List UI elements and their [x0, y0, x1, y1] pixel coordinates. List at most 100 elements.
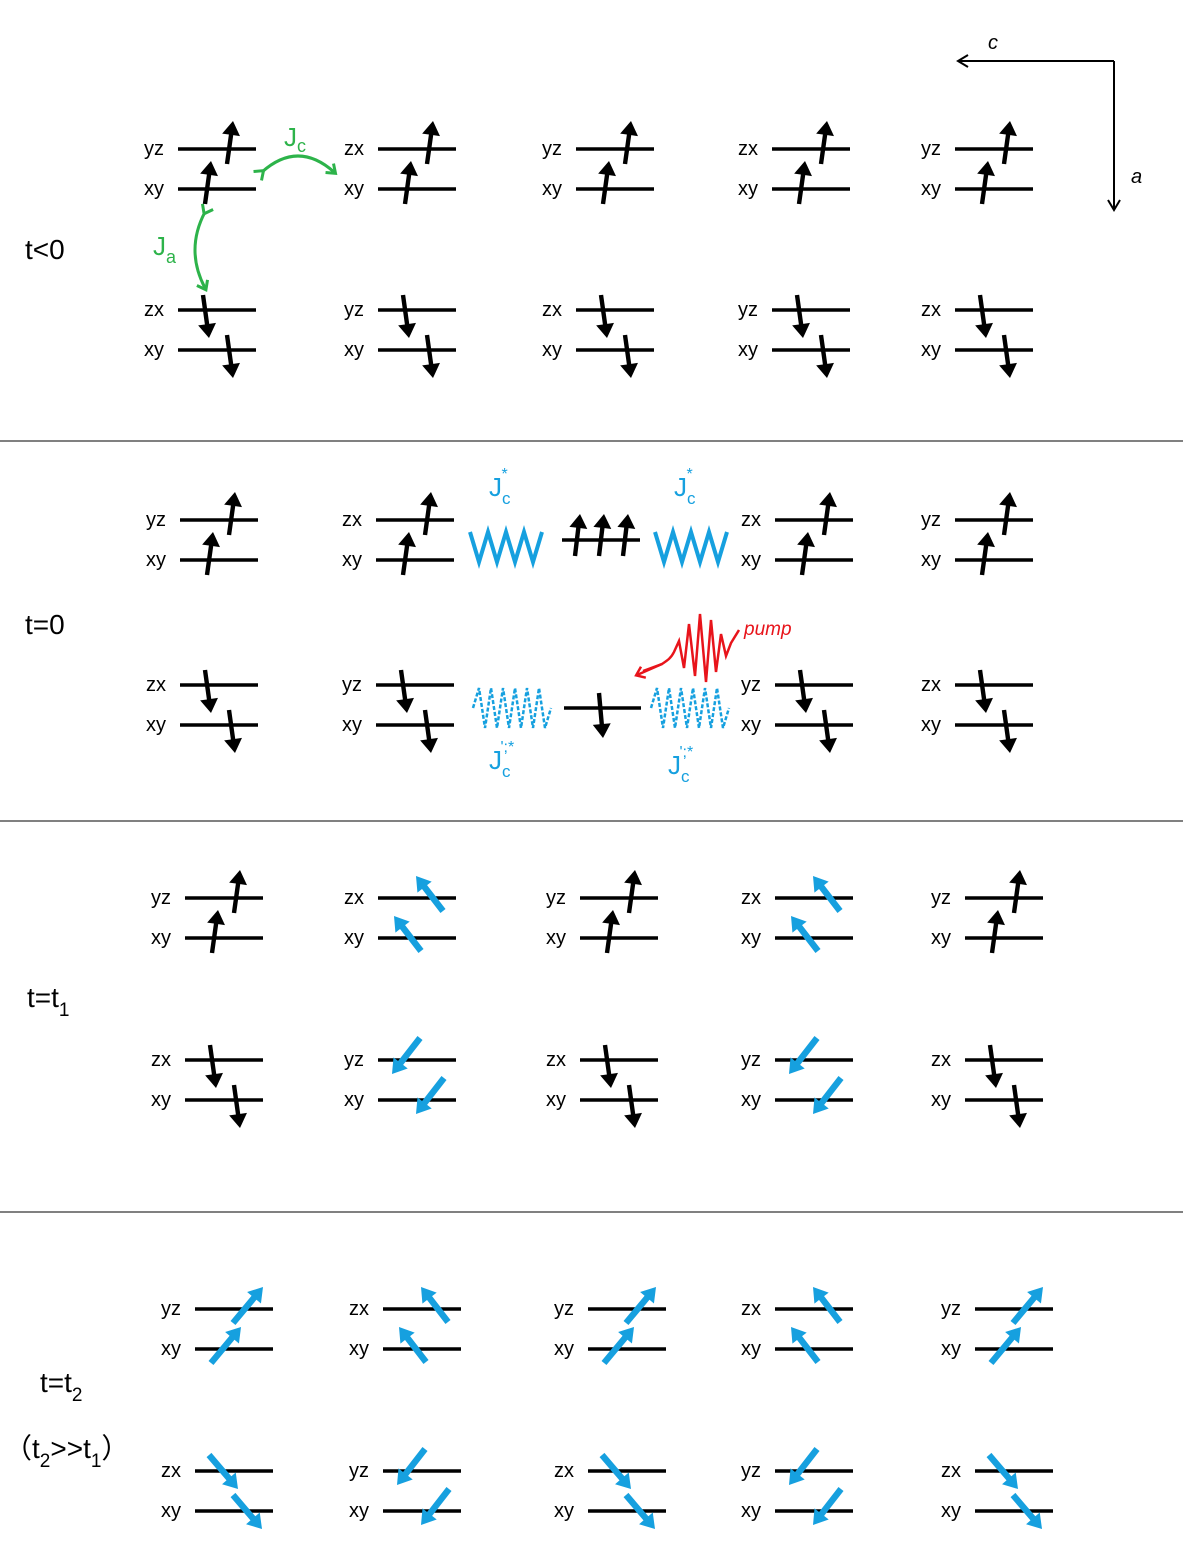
spin-arrow-upper [206, 1452, 238, 1489]
orbital-label: xy [146, 549, 166, 571]
orbital-label: xy [146, 714, 166, 736]
spin-arrow-upper [999, 492, 1017, 536]
orbital-label: xy [151, 927, 171, 949]
jc-star-spring-left [468, 525, 544, 569]
orbital-label: zx [146, 674, 166, 696]
spin-arrow-upper [819, 492, 837, 536]
time-label-t-eq-0: t=0 [25, 609, 65, 640]
spin-arrow-upper [599, 1452, 631, 1489]
jc-star-label-left: Jc* [489, 466, 511, 508]
spin-arrow-upper [421, 1287, 451, 1324]
spin-arrow-upper [792, 294, 810, 338]
orbital-label: yz [921, 138, 941, 160]
spin-arrow-lower [1009, 1084, 1027, 1128]
spin-arrow-lower [222, 334, 240, 378]
pump-wave [642, 613, 741, 683]
spin-arrow-lower [602, 910, 620, 954]
spin-arrow-lower [394, 916, 424, 953]
triple-spin-arrow-1 [569, 514, 588, 557]
spin-arrow-upper [1009, 870, 1027, 914]
orbital-label: xy [344, 1089, 364, 1111]
ja-label: Ja [153, 231, 177, 267]
orbital-label: xy [921, 549, 941, 571]
panel2-excited-site-bottom [564, 692, 641, 738]
jc-star-label-right: Jc* [674, 466, 696, 508]
green-couplings: Jc Ja [153, 122, 338, 292]
spin-arrow-lower [400, 161, 418, 205]
orbital-label: yz [921, 509, 941, 531]
orbital-label: yz [344, 299, 364, 321]
crystal-axes: c a [956, 32, 1142, 212]
c-axis-label: c [988, 32, 998, 54]
orbital-label: yz [542, 138, 562, 160]
orbital-label: yz [342, 674, 362, 696]
orbital-label: xy [741, 927, 761, 949]
spin-arrow-upper [600, 1044, 618, 1088]
orbital-label: xy [342, 714, 362, 736]
spin-arrow-upper [985, 1044, 1003, 1088]
time-label-t2: t=t2 [40, 1367, 83, 1406]
blue-couplings: Jc* Jc* Jc';* Jc';* [468, 466, 731, 786]
orbital-label: xy [738, 339, 758, 361]
spin-arrow-upper [789, 1447, 820, 1485]
spin-arrow-upper [198, 294, 216, 338]
orbital-label: xy [546, 1089, 566, 1111]
triple-spin-arrow-3 [617, 514, 636, 557]
spin-arrow-upper [222, 121, 240, 165]
orbital-label: xy [546, 927, 566, 949]
spin-arrow-upper [975, 294, 993, 338]
orbital-label: xy [741, 549, 761, 571]
orbital-label: xy [738, 178, 758, 200]
spin-arrow-upper [813, 1287, 843, 1324]
orbital-label: zx [161, 1460, 181, 1482]
orbital-cells: yzxyzxxyzxxyyzxyyzxyzxxyzxxyyzxyyzxyzxxy… [144, 121, 1053, 1529]
orbital-label: xy [542, 339, 562, 361]
spin-arrow-lower [224, 709, 242, 753]
orbital-label: zx [921, 299, 941, 321]
spin-arrow-lower [420, 709, 438, 753]
orbital-label: yz [349, 1460, 369, 1482]
panel2-excited-site-top [562, 514, 640, 557]
jc-prime-star-label-right: Jc';* [668, 744, 693, 786]
pump-label: pump [743, 619, 792, 640]
orbital-label: xy [931, 927, 951, 949]
spin-arrow-lower [202, 532, 220, 576]
orbital-label: zx [741, 1298, 761, 1320]
spin-arrow-lower [977, 161, 995, 205]
spin-arrow-upper [620, 121, 638, 165]
spin-arrow-upper [392, 1036, 423, 1074]
spin-arrow-lower [791, 916, 821, 953]
orbital-label: xy [941, 1338, 961, 1360]
panel2-bottom-site-2: yz xy [342, 669, 454, 753]
triple-spin-arrow-2 [593, 514, 612, 557]
orbital-label: yz [344, 1049, 364, 1071]
spin-arrow-lower [620, 334, 638, 378]
jc-star-spring-right [653, 525, 729, 569]
orbital-label: xy [931, 1089, 951, 1111]
orbital-label: xy [344, 927, 364, 949]
panel-separators [0, 440, 1183, 1213]
spin-arrow-lower [819, 709, 837, 753]
spin-arrow-lower [422, 334, 440, 378]
spin-arrow-lower [988, 1327, 1021, 1366]
orbital-label: yz [931, 887, 951, 909]
spin-arrow-upper [623, 1287, 656, 1326]
spin-arrow-lower [987, 910, 1005, 954]
orbital-label: xy [741, 1089, 761, 1111]
spin-arrow-upper [398, 294, 416, 338]
